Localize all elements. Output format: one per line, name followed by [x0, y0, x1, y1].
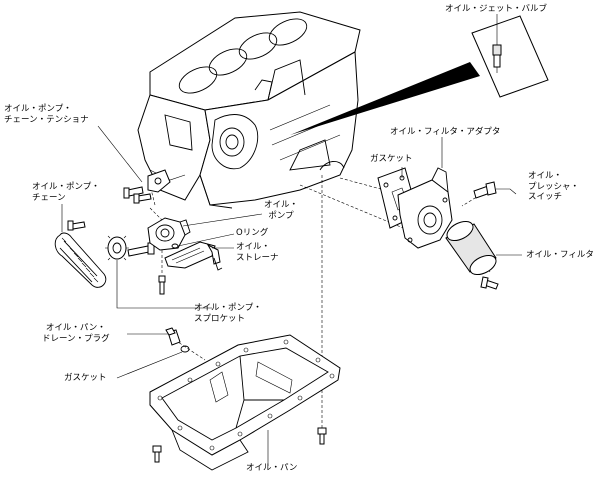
- label-oil-pump-sprocket-line1: オイル・ポンプ・: [194, 303, 262, 313]
- label-oil-pump: オイル・ ポンプ: [264, 200, 298, 221]
- oil-pump-chain-tensioner: [97, 125, 171, 204]
- drain-plug-gasket: [116, 345, 190, 379]
- label-oil-filter-text: オイル・フィルタ: [526, 250, 594, 260]
- cylinder-block: [137, 11, 361, 209]
- label-gasket-lower-text: ガスケット: [64, 373, 107, 383]
- label-oil-pan: オイル・パン: [246, 463, 297, 474]
- label-gasket-upper: ガスケット: [370, 154, 413, 165]
- label-oil-pan-drain-plug: オイル・パン・ ドレーン・プラグ: [42, 323, 110, 344]
- label-oil-pan-drain-plug-line1: オイル・パン・: [45, 323, 106, 333]
- label-o-ring-text: Oリング: [236, 228, 269, 238]
- label-o-ring: Oリング: [236, 228, 268, 239]
- label-oil-pressure-switch-line1: オイル・: [528, 171, 563, 181]
- label-oil-filter-adapter: オイル・フィルタ・アダプタ: [390, 127, 500, 138]
- oil-pressure-switch: [473, 181, 517, 199]
- oil-strainer: [158, 241, 234, 295]
- oil-jet-valve-inset: [290, 14, 549, 135]
- oil-pump-chain: [54, 204, 107, 288]
- label-oil-pressure-switch-line2: プレッシャ・: [528, 181, 580, 192]
- label-oil-pump-chain-tensioner: オイル・ポンプ・ チェーン・テンショナ: [4, 104, 89, 125]
- oil-pan-drain-plug: [127, 327, 181, 346]
- label-gasket-upper-text: ガスケット: [370, 154, 413, 164]
- label-oil-pan-text: オイル・パン: [246, 463, 298, 473]
- o-ring: [171, 233, 235, 249]
- label-oil-pump-line2: ポンプ: [268, 210, 294, 221]
- label-oil-jet-valve: オイル・ジェット・バルブ: [445, 4, 547, 15]
- label-oil-pump-chain-tensioner-line2: チェーン・テンショナ: [4, 114, 89, 125]
- label-oil-pan-drain-plug-line2: ドレーン・プラグ: [42, 333, 110, 344]
- label-oil-pump-chain-line1: オイル・ポンプ・: [32, 182, 100, 192]
- oil-filter-adapter: [377, 137, 453, 249]
- oil-filter: [445, 220, 522, 290]
- label-oil-filter-adapter-text: オイル・フィルタ・アダプタ: [390, 127, 501, 137]
- label-oil-pump-chain-line2: チェーン: [32, 192, 66, 203]
- label-oil-strainer-line1: オイル・: [236, 242, 271, 252]
- label-oil-strainer: オイル・ ストレーナ: [236, 242, 279, 263]
- label-oil-pressure-switch-line3: スイッチ: [528, 192, 563, 202]
- label-oil-pressure-switch: オイル・ プレッシャ・ スイッチ: [528, 171, 579, 203]
- label-oil-strainer-line2: ストレーナ: [236, 252, 279, 263]
- label-oil-pump-line1: オイル・: [264, 200, 299, 210]
- label-oil-jet-valve-text: オイル・ジェット・バルブ: [445, 4, 548, 14]
- label-oil-filter: オイル・フィルタ: [526, 250, 594, 261]
- label-oil-pump-chain: オイル・ポンプ・ チェーン: [32, 182, 100, 203]
- label-oil-pump-sprocket-line2: スプロケット: [194, 313, 246, 324]
- label-gasket-lower: ガスケット: [64, 373, 107, 384]
- oil-pan: [149, 334, 341, 471]
- label-oil-pump-sprocket: オイル・ポンプ・ スプロケット: [194, 303, 262, 324]
- oil-pump-sprocket: [67, 220, 212, 309]
- label-oil-pump-chain-tensioner-line1: オイル・ポンプ・: [4, 104, 72, 114]
- oil-pump: [147, 213, 263, 251]
